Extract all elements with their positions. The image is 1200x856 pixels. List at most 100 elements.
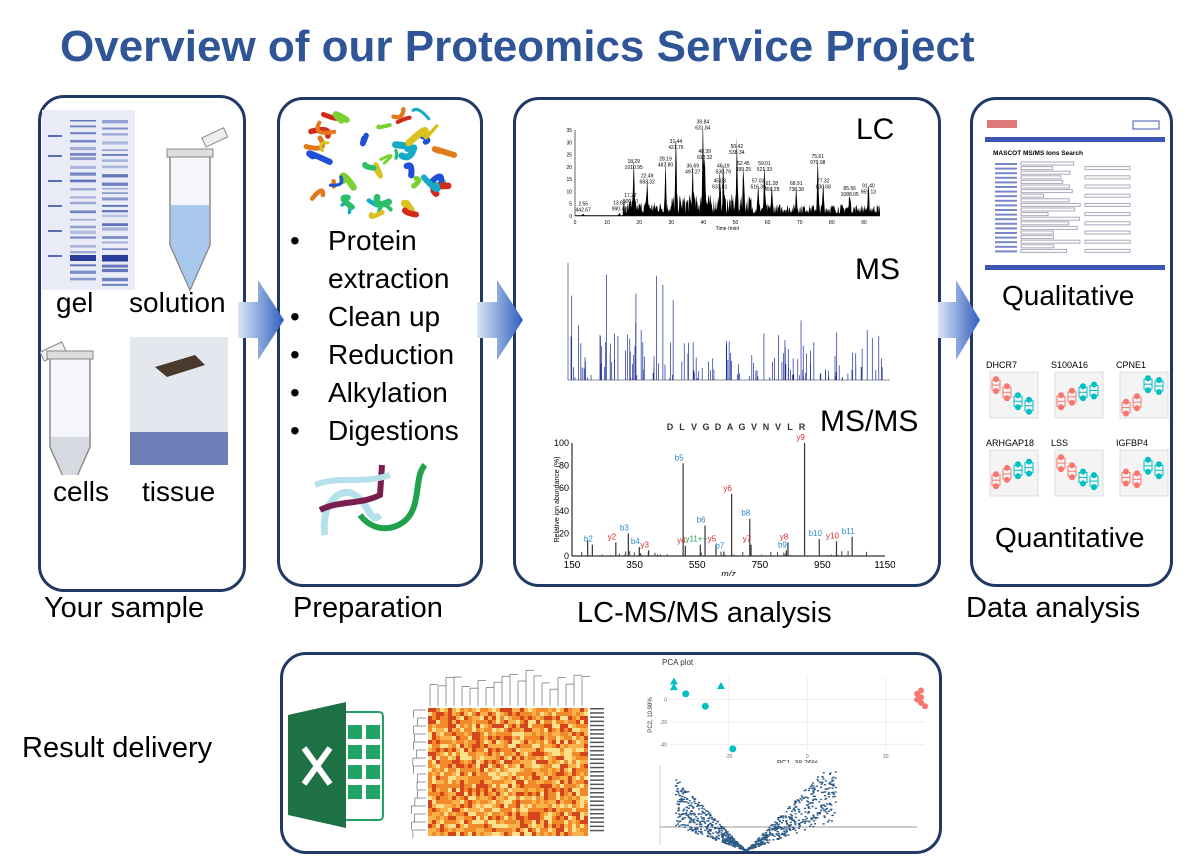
form-label xyxy=(995,186,1017,188)
heatmap-cell xyxy=(548,732,552,736)
heatmap-cell xyxy=(584,736,588,740)
peak-label-mz: 530.79 xyxy=(716,170,732,176)
heatmap-cell xyxy=(580,784,584,788)
volcano-point xyxy=(735,841,738,843)
volcano-point xyxy=(761,840,764,843)
volcano-point xyxy=(775,827,778,829)
heatmap-cell xyxy=(552,752,556,756)
volcano-point xyxy=(736,842,739,844)
gel-band xyxy=(70,147,96,151)
heatmap-cell xyxy=(476,748,480,752)
heatmap-cell xyxy=(484,724,488,728)
heatmap-cell xyxy=(508,740,512,744)
heatmap-cell xyxy=(576,824,580,828)
volcano-point xyxy=(754,841,757,844)
heatmap-cell xyxy=(460,832,464,836)
heatmap-cell xyxy=(544,744,548,748)
volcano-point xyxy=(791,828,794,831)
volcano-point xyxy=(690,810,693,813)
heatmap-cell xyxy=(464,816,468,820)
volcano-point xyxy=(699,820,702,823)
heatmap-cell xyxy=(544,740,548,744)
form-field xyxy=(1020,244,1055,249)
volcano-point xyxy=(698,808,701,810)
heatmap-cell xyxy=(484,712,488,716)
pca-x-label: PC1, 38.26% xyxy=(777,760,818,763)
volcano-point xyxy=(772,824,775,826)
pca-point xyxy=(918,687,925,694)
heatmap-cell xyxy=(472,820,476,824)
heatmap-cell xyxy=(484,780,488,784)
heatmap-cell xyxy=(488,780,492,784)
volcano-point xyxy=(772,828,775,831)
heatmap-cell xyxy=(552,812,556,816)
heatmap-cell xyxy=(504,780,508,784)
heatmap-cell xyxy=(440,752,444,756)
form-field xyxy=(1020,202,1081,207)
heatmap-cell xyxy=(584,752,588,756)
sample-point xyxy=(1145,468,1151,475)
heatmap-cell xyxy=(504,760,508,764)
heatmap-cell xyxy=(576,832,580,836)
volcano-point xyxy=(693,799,696,801)
heatmap-cell xyxy=(568,748,572,752)
volcano-point xyxy=(711,824,714,827)
x-tick-label: 20 xyxy=(636,220,642,226)
y-tick-label: 100 xyxy=(554,438,569,448)
heatmap-cell xyxy=(468,816,472,820)
volcano-point xyxy=(825,811,828,813)
volcano-point xyxy=(690,804,693,807)
volcano-point xyxy=(765,836,768,838)
volcano-point xyxy=(765,833,768,836)
form-field xyxy=(1020,189,1073,194)
volcano-point xyxy=(721,833,724,835)
volcano-point xyxy=(747,847,750,849)
volcano-point xyxy=(688,804,691,807)
heatmap-cell xyxy=(460,816,464,820)
heatmap-cell xyxy=(428,772,432,776)
heatmap-cell xyxy=(576,720,580,724)
volcano-point xyxy=(675,790,678,792)
volcano-point xyxy=(678,815,681,818)
volcano-point xyxy=(777,818,780,820)
heatmap-cell xyxy=(464,736,468,740)
heatmap-cell xyxy=(508,720,512,724)
volcano-point xyxy=(826,788,829,790)
heatmap-cell xyxy=(572,804,576,808)
heatmap-cell xyxy=(472,764,476,768)
row-label-mark xyxy=(590,800,604,802)
heatmap-cell xyxy=(540,784,544,788)
heatmap-cell xyxy=(444,756,448,760)
volcano-point xyxy=(684,816,687,819)
heatmap-cell xyxy=(492,740,496,744)
heatmap-cell xyxy=(464,768,468,772)
dendrogram-branch xyxy=(549,688,558,706)
volcano-point xyxy=(727,841,730,843)
ion-label: y11++ xyxy=(686,535,708,544)
heatmap-cell xyxy=(456,772,460,776)
heatmap-cell xyxy=(536,772,540,776)
volcano-point xyxy=(689,820,692,822)
volcano-point xyxy=(820,783,823,785)
y-tick-label: 20 xyxy=(566,165,572,171)
volcano-point xyxy=(678,825,681,827)
form-field xyxy=(1084,166,1131,171)
ion-label: b3 xyxy=(620,523,629,532)
heatmap-cell xyxy=(432,808,436,812)
dendrogram-branch xyxy=(413,765,426,774)
heatmap-cell xyxy=(488,732,492,736)
heatmap-cell xyxy=(528,720,532,724)
volcano-point xyxy=(683,798,686,800)
heatmap-cell xyxy=(504,816,508,820)
x-tick-label: 0 xyxy=(806,754,809,760)
heatmap-cell xyxy=(508,732,512,736)
heatmap-cell xyxy=(444,768,448,772)
heatmap-cell xyxy=(532,800,536,804)
heatmap-cell xyxy=(484,784,488,788)
volcano-point xyxy=(743,848,746,851)
heatmap-cell xyxy=(512,820,516,824)
volcano-point xyxy=(685,809,688,812)
volcano-point xyxy=(722,828,725,830)
heatmap-cell xyxy=(464,828,468,832)
protein-ribbon xyxy=(411,175,422,189)
